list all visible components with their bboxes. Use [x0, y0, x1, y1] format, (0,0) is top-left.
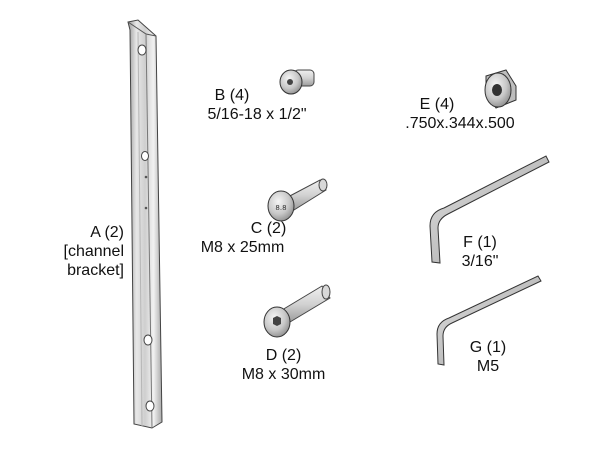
part-f-label: F (1) 3/16" — [440, 233, 520, 271]
screw-c-icon: 8.8 — [267, 178, 328, 222]
part-g-spec: M5 — [476, 358, 500, 375]
part-g-qty: G (1) — [469, 339, 507, 356]
part-d-label: D (2) M8 x 30mm — [226, 346, 341, 384]
part-f-qty: F (1) — [463, 234, 497, 251]
part-g-label: G (1) M5 — [448, 338, 528, 376]
part-e-spec: .750x.344x.500 — [405, 115, 515, 132]
part-e-label: E (4) .750x.344x.500 — [380, 95, 540, 133]
part-b-spec: 5/16-18 x 1/2" — [207, 106, 307, 123]
part-f-spec: 3/16" — [461, 253, 499, 270]
part-b-qty: B (4) — [214, 87, 250, 104]
part-d-spec: M8 x 30mm — [241, 366, 326, 383]
part-b-label: B (4) 5/16-18 x 1/2" — [182, 86, 332, 124]
part-c-label: C (2) M8 x 25mm — [185, 219, 300, 257]
screw-d-icon — [263, 284, 331, 338]
part-c-spec: M8 x 25mm — [200, 239, 285, 256]
part-c-qty: C (2) — [250, 220, 287, 237]
channel-bracket-icon — [127, 19, 163, 429]
washer-spacer-icon — [484, 69, 517, 109]
hex-key-f-icon — [429, 155, 550, 264]
part-a-label: A (2) [channel bracket] — [40, 223, 125, 280]
part-e-qty: E (4) — [419, 96, 455, 113]
part-a-qty: A (2) — [90, 224, 124, 241]
part-a-desc-2: bracket] — [67, 262, 124, 279]
screw-b-icon — [279, 69, 315, 95]
part-a-desc-1: [channel — [63, 243, 125, 260]
part-d-qty: D (2) — [265, 347, 302, 364]
grade-mark: 8.8 — [275, 204, 286, 212]
hex-key-g-icon — [436, 275, 542, 366]
